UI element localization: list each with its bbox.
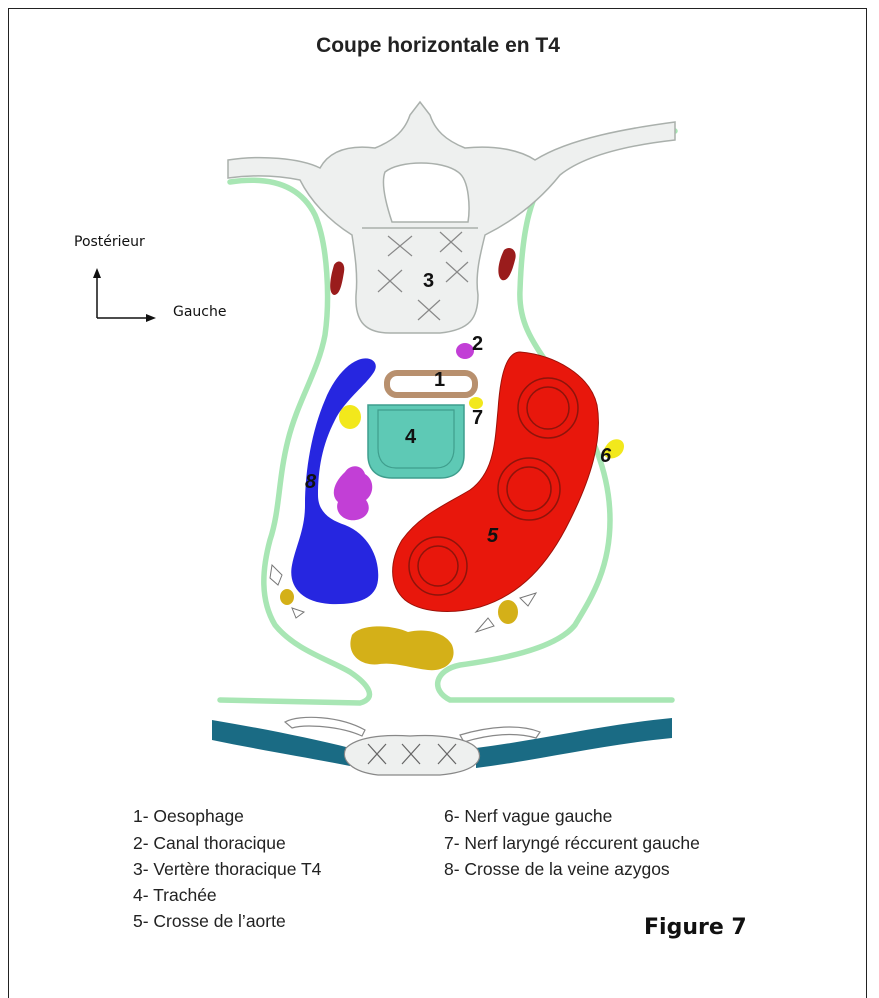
thymic-remnant xyxy=(350,626,453,670)
intercostal-vessel-left xyxy=(498,248,515,280)
orientation-indicator: Postérieur Gauche xyxy=(74,234,226,322)
legend-item: 1- Oesophage xyxy=(133,806,244,826)
marker-1: 1 xyxy=(434,369,445,391)
marker-7: 7 xyxy=(472,407,483,429)
legend-item: 3- Vertère thoracique T4 xyxy=(133,859,322,879)
legend-item: 4- Trachée xyxy=(133,885,217,905)
marker-2: 2 xyxy=(472,333,483,355)
sternum-and-costal-cartilage xyxy=(212,717,672,775)
vertebra-t4 xyxy=(228,102,675,333)
figure-label: Figure 7 xyxy=(644,915,747,940)
legend-item: 2- Canal thoracique xyxy=(133,833,286,853)
label-left: Gauche xyxy=(173,304,226,320)
intercostal-vessel-right xyxy=(330,261,344,295)
lymph-node-purple xyxy=(334,466,372,520)
right-vagus-nerve xyxy=(339,405,361,429)
marker-5: 5 xyxy=(487,525,499,547)
marker-3: 3 xyxy=(423,270,434,292)
legend-item: 8- Crosse de la veine azygos xyxy=(444,859,670,879)
legend-item: 6- Nerf vague gauche xyxy=(444,806,612,826)
esophagus xyxy=(387,373,475,395)
legend-left: 1- Oesophage 2- Canal thoracique 3- Vert… xyxy=(133,806,322,931)
legend-item: 5- Crosse de l’aorte xyxy=(133,911,286,931)
legend-item: 7- Nerf laryngé réccurent gauche xyxy=(444,833,700,853)
marker-4: 4 xyxy=(405,426,417,448)
label-posterior: Postérieur xyxy=(74,234,145,250)
marker-6: 6 xyxy=(600,445,612,467)
marker-8: 8 xyxy=(305,471,317,493)
diagram-title: Coupe horizontale en T4 xyxy=(316,34,560,57)
legend-right: 6- Nerf vague gauche 7- Nerf laryngé réc… xyxy=(444,806,700,879)
